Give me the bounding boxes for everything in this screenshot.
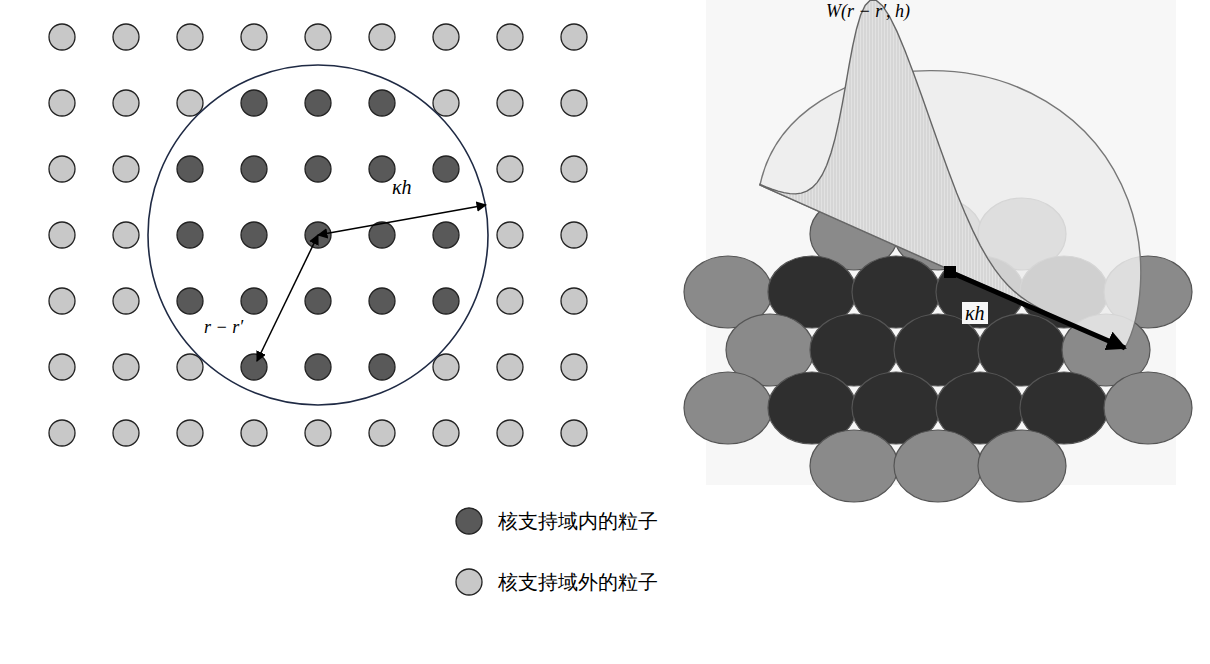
radius-label: κh [392, 176, 412, 198]
particle [369, 420, 395, 446]
kernel-curve [760, 0, 1125, 348]
particle [113, 156, 139, 182]
particle [177, 156, 203, 182]
particle [433, 156, 459, 182]
legend-swatch [456, 569, 482, 595]
legend-entry: 核支持域外的粒子 [454, 567, 658, 597]
particle [49, 156, 75, 182]
legend-text: 核支持域内的粒子 [498, 508, 658, 535]
particle [113, 24, 139, 50]
particle [177, 354, 203, 380]
particle [369, 90, 395, 116]
particle [241, 420, 267, 446]
particle [305, 24, 331, 50]
particle [369, 24, 395, 50]
particle [113, 354, 139, 380]
particle [497, 420, 523, 446]
particle [177, 222, 203, 248]
particle [241, 156, 267, 182]
particle [241, 90, 267, 116]
particle [369, 288, 395, 314]
particle [433, 354, 459, 380]
particle [561, 156, 587, 182]
legend-entry: 核支持域内的粒子 [454, 506, 658, 536]
legend-text: 核支持域外的粒子 [498, 569, 658, 596]
radius-label: κh [962, 302, 988, 324]
particle [49, 288, 75, 314]
legend-swatch [454, 506, 484, 536]
particle [433, 90, 459, 116]
particle [561, 24, 587, 50]
particle [433, 420, 459, 446]
legend-swatch [456, 508, 482, 534]
particle [177, 90, 203, 116]
center-mark [944, 266, 956, 278]
particle [497, 90, 523, 116]
particle [305, 420, 331, 446]
particle [561, 354, 587, 380]
particle [433, 222, 459, 248]
particle [241, 354, 267, 380]
radius-arrow [950, 272, 1125, 348]
radius-arrow [318, 205, 486, 235]
particle [241, 288, 267, 314]
distance-label: r − r′ [204, 318, 243, 338]
particle [177, 288, 203, 314]
particle [561, 288, 587, 314]
particle [177, 420, 203, 446]
particle [978, 430, 1066, 502]
particle [49, 24, 75, 50]
particle [433, 24, 459, 50]
particle [1104, 372, 1192, 444]
kernel-function-label: W(r − r′, h) [826, 2, 910, 22]
particle [49, 222, 75, 248]
particle [305, 288, 331, 314]
particle [113, 420, 139, 446]
particle [497, 156, 523, 182]
particle [810, 430, 898, 502]
particle [305, 90, 331, 116]
particle [684, 372, 772, 444]
particle [49, 420, 75, 446]
particle [561, 420, 587, 446]
particle [561, 222, 587, 248]
particle [177, 24, 203, 50]
kernel-3d-figure [684, 0, 1192, 502]
particle [497, 24, 523, 50]
distance-arrow [257, 235, 318, 361]
particle [49, 90, 75, 116]
particle [369, 354, 395, 380]
particle [241, 222, 267, 248]
particle-grid [49, 24, 587, 446]
legend-swatch [454, 567, 484, 597]
particle [497, 222, 523, 248]
particle [433, 288, 459, 314]
particle [113, 90, 139, 116]
support-domain-circle [148, 65, 488, 405]
particle [497, 354, 523, 380]
particle [113, 288, 139, 314]
particle [369, 156, 395, 182]
particle [305, 156, 331, 182]
particle [497, 288, 523, 314]
particle [241, 24, 267, 50]
particle [49, 354, 75, 380]
particle [894, 430, 982, 502]
particle [305, 354, 331, 380]
particle [561, 90, 587, 116]
particle [113, 222, 139, 248]
